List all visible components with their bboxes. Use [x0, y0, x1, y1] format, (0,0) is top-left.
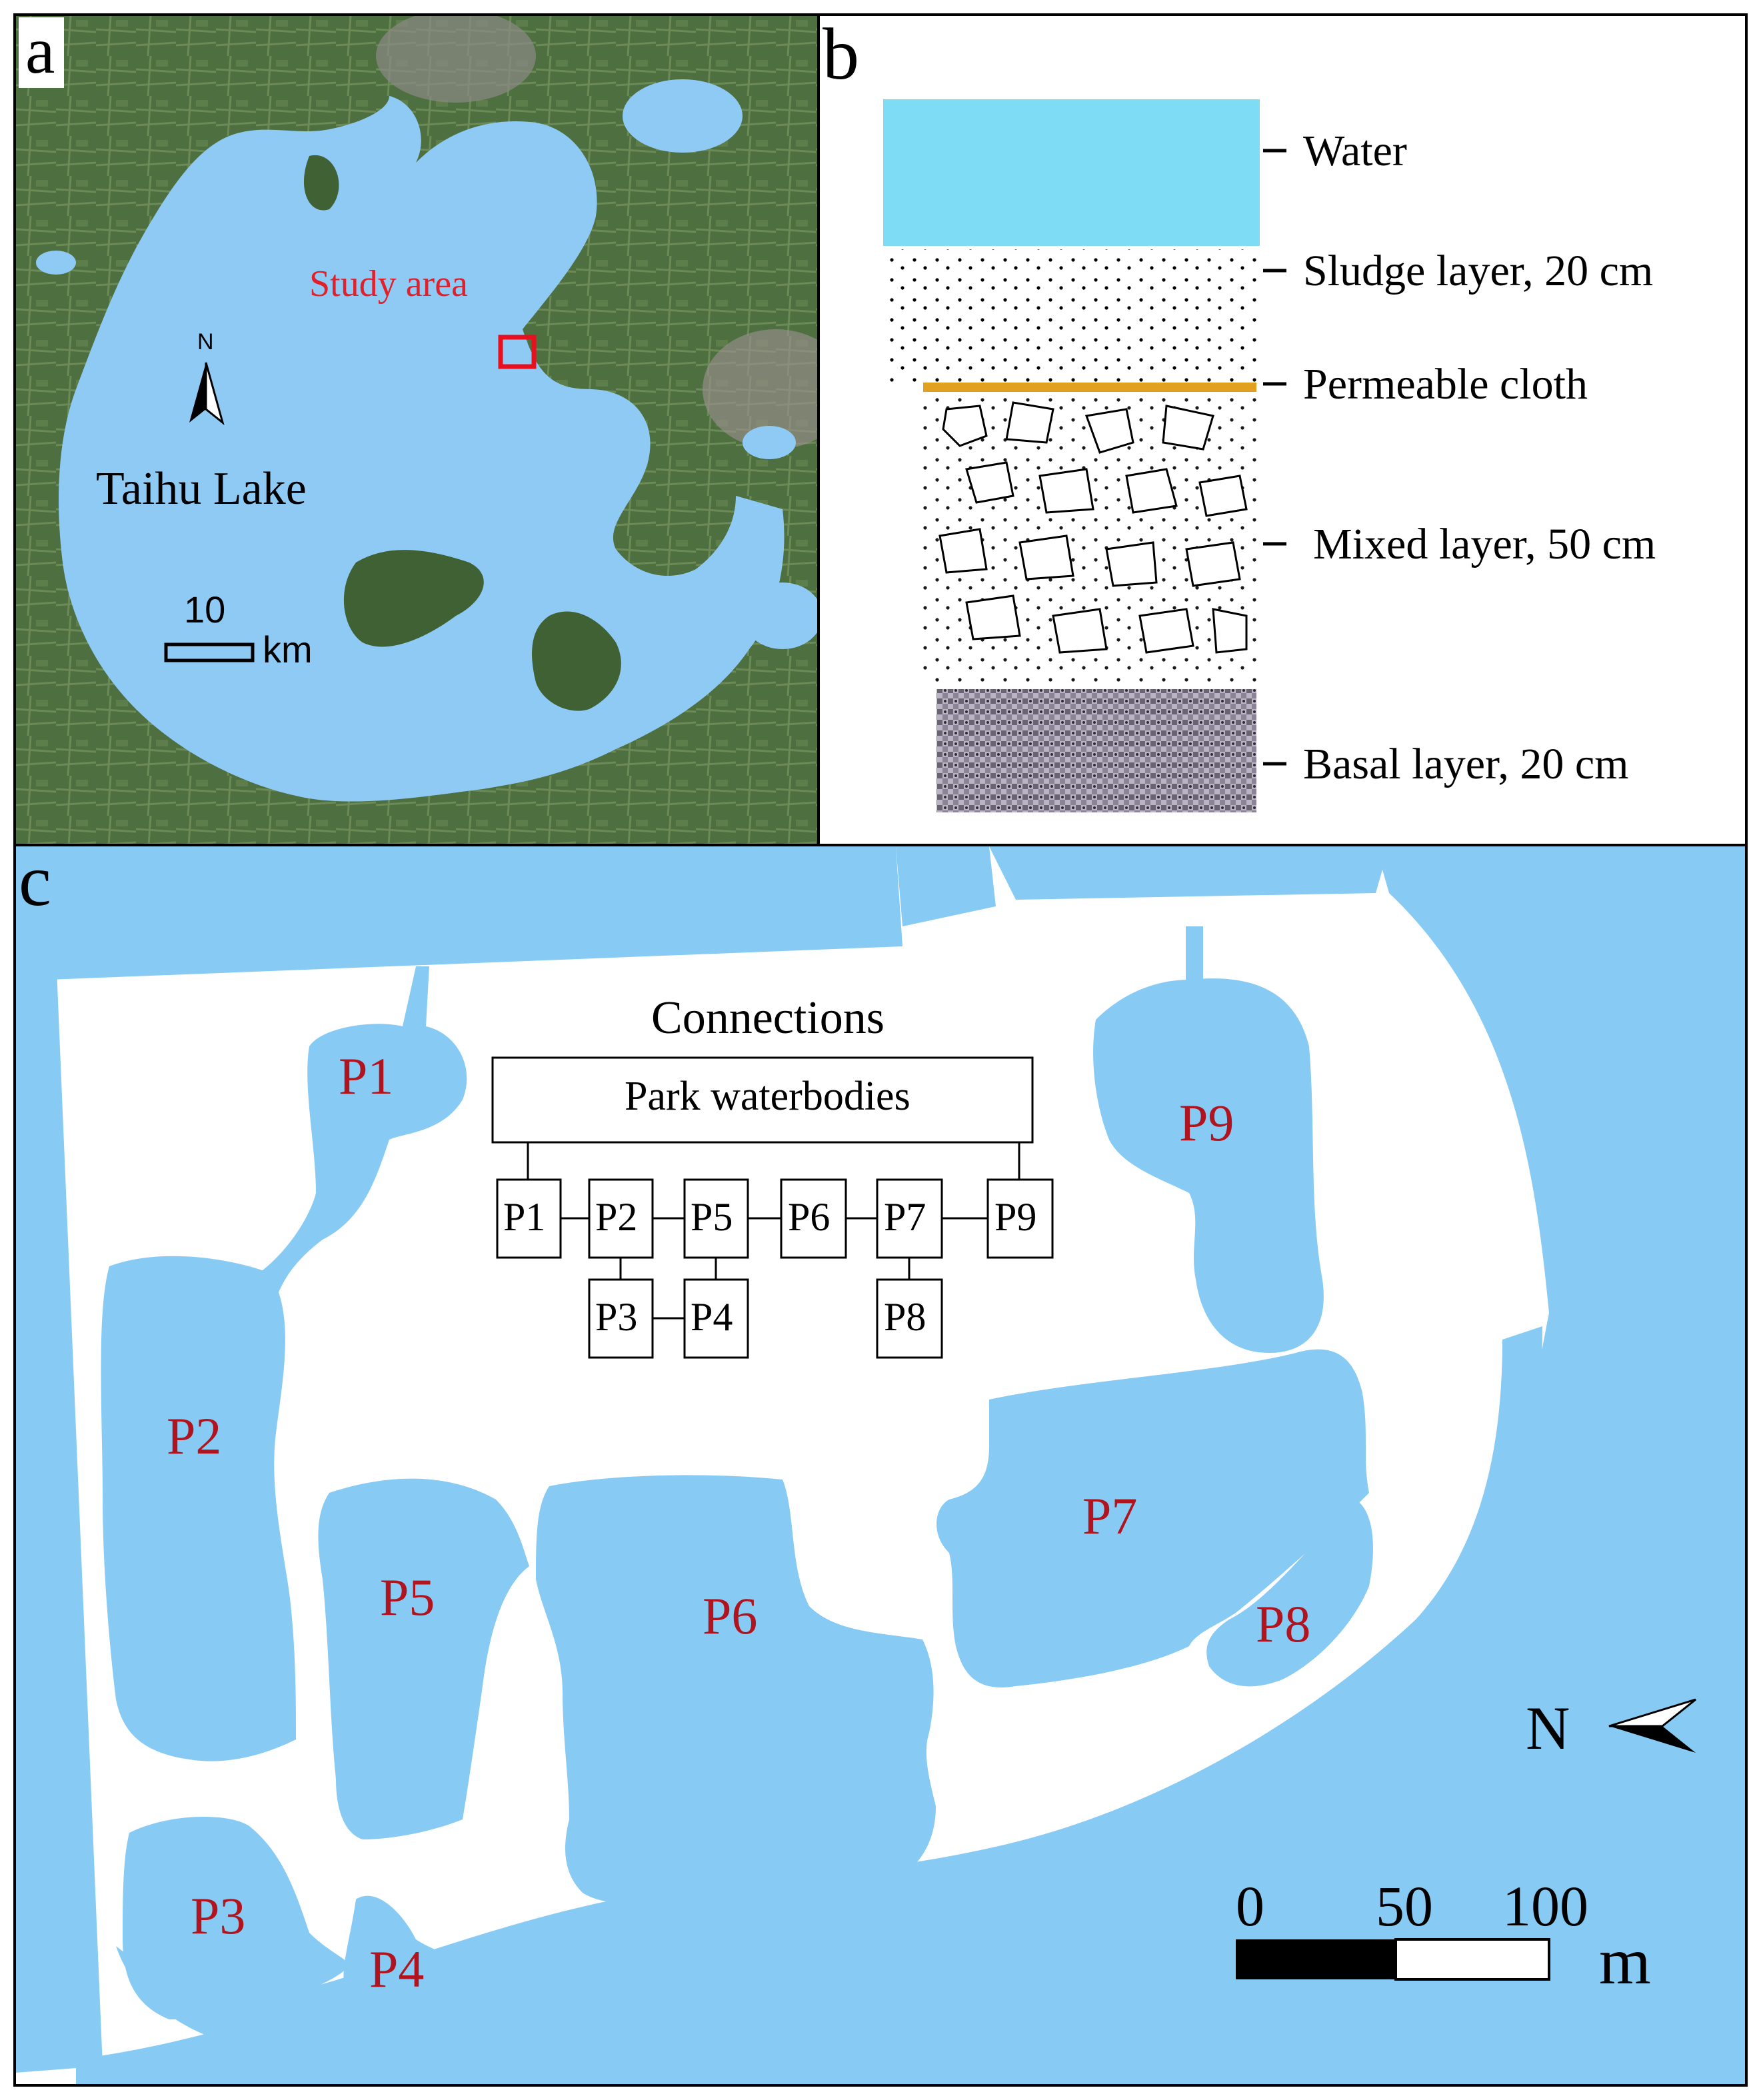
study-area-label: Study area: [309, 263, 468, 305]
small-lake: [743, 426, 796, 459]
pond-p7: [936, 1349, 1369, 1687]
surrounding-channels: [16, 846, 1745, 2084]
pond-label-p8: P8: [1256, 1595, 1311, 1653]
scale-unit-m: m: [1599, 1924, 1651, 1998]
small-lake: [623, 79, 743, 153]
permeable-cloth: [923, 383, 1256, 392]
conn-node-p8: P8: [884, 1295, 926, 1339]
basal-layer: [936, 689, 1256, 812]
conn-node-p4: P4: [691, 1295, 733, 1339]
conn-node-p5: P5: [691, 1195, 733, 1239]
taihu-lake-label: Taihu Lake: [96, 463, 307, 515]
mixed-layer-label: Mixed layer, 50 cm: [1313, 520, 1656, 568]
taihu-lake-shape: [59, 96, 785, 802]
urban-area: [703, 329, 817, 449]
island: [343, 550, 484, 647]
scale-tick-50: 50: [1376, 1874, 1433, 1938]
connections-title: Connections: [651, 992, 884, 1044]
panel-b-letter: b: [823, 13, 859, 95]
pond-p6: [536, 1475, 936, 1904]
mixed-layer-stones: [938, 401, 1248, 654]
scale-tick-0: 0: [1236, 1874, 1264, 1938]
conn-node-p3: P3: [595, 1295, 638, 1339]
north-label: N: [197, 329, 214, 355]
conn-node-p1: P1: [503, 1195, 546, 1239]
scale-unit: km: [263, 628, 313, 670]
label-leader-lines: [1263, 149, 1286, 766]
panel-c-letter: c: [19, 844, 51, 921]
panel-c-map-svg: [16, 846, 1745, 2084]
connections-root: Park waterbodies: [625, 1074, 910, 1119]
north-label-c: N: [1526, 1694, 1570, 1762]
sludge-layer: [886, 249, 1256, 383]
panel-a-satellite-map: a Study area Taihu Lake N 10 km: [13, 13, 820, 846]
connection-diagram: [491, 1056, 1054, 1359]
panel-b-profile-svg: [883, 99, 1286, 812]
study-area-box: [498, 335, 537, 369]
pond-p8: [1206, 1500, 1373, 1687]
panel-c-park-map: c P1 P2 P3 P4 P5 P6 P7 P8 P9 Connections…: [13, 844, 1748, 2087]
pond-p1: [249, 966, 467, 1300]
pond-p2: [101, 1256, 296, 1761]
pond-label-p3: P3: [191, 1887, 246, 1945]
panel-a-map-svg: [16, 16, 817, 844]
pond-label-p2: P2: [167, 1407, 222, 1465]
scale-bar: [164, 642, 255, 662]
pond-label-p9: P9: [1179, 1094, 1234, 1152]
pond-p9: [1093, 978, 1324, 1353]
panel-b-layer-profile: b Water Sludge layer, 20 cm Permeable cl…: [817, 13, 1748, 846]
small-lake: [36, 251, 76, 275]
conn-node-p7: P7: [884, 1195, 926, 1239]
sludge-layer-label: Sludge layer, 20 cm: [1303, 247, 1654, 295]
pond-label-p6: P6: [703, 1587, 758, 1645]
conn-node-p2: P2: [595, 1195, 638, 1239]
pond-p5: [318, 1478, 529, 1839]
conn-node-p6: P6: [788, 1195, 831, 1239]
permeable-cloth-label: Permeable cloth: [1303, 360, 1588, 409]
pond-p4: [343, 1895, 463, 2022]
scale-tick-100: 100: [1502, 1874, 1588, 1938]
basal-layer-label: Basal layer, 20 cm: [1303, 740, 1629, 788]
scale-value: 10: [184, 588, 226, 630]
water-layer: [883, 99, 1260, 246]
conn-node-p9: P9: [994, 1195, 1037, 1239]
pond-label-p7: P7: [1082, 1487, 1138, 1545]
island: [303, 155, 339, 211]
inner-channel: [116, 1326, 1542, 2039]
pond-p3: [123, 1817, 349, 2019]
pond-label-p1: P1: [339, 1047, 394, 1105]
panel-a-letter: a: [19, 17, 65, 88]
pond-label-p4: P4: [369, 1940, 425, 1998]
island: [532, 611, 621, 711]
water-label: Water: [1303, 127, 1407, 175]
scale-bar-white: [1394, 1938, 1550, 1981]
urban-area: [376, 16, 536, 103]
pond-label-p5: P5: [380, 1568, 435, 1626]
ponds: [101, 926, 1373, 2022]
scale-bar-black: [1236, 1939, 1396, 1979]
